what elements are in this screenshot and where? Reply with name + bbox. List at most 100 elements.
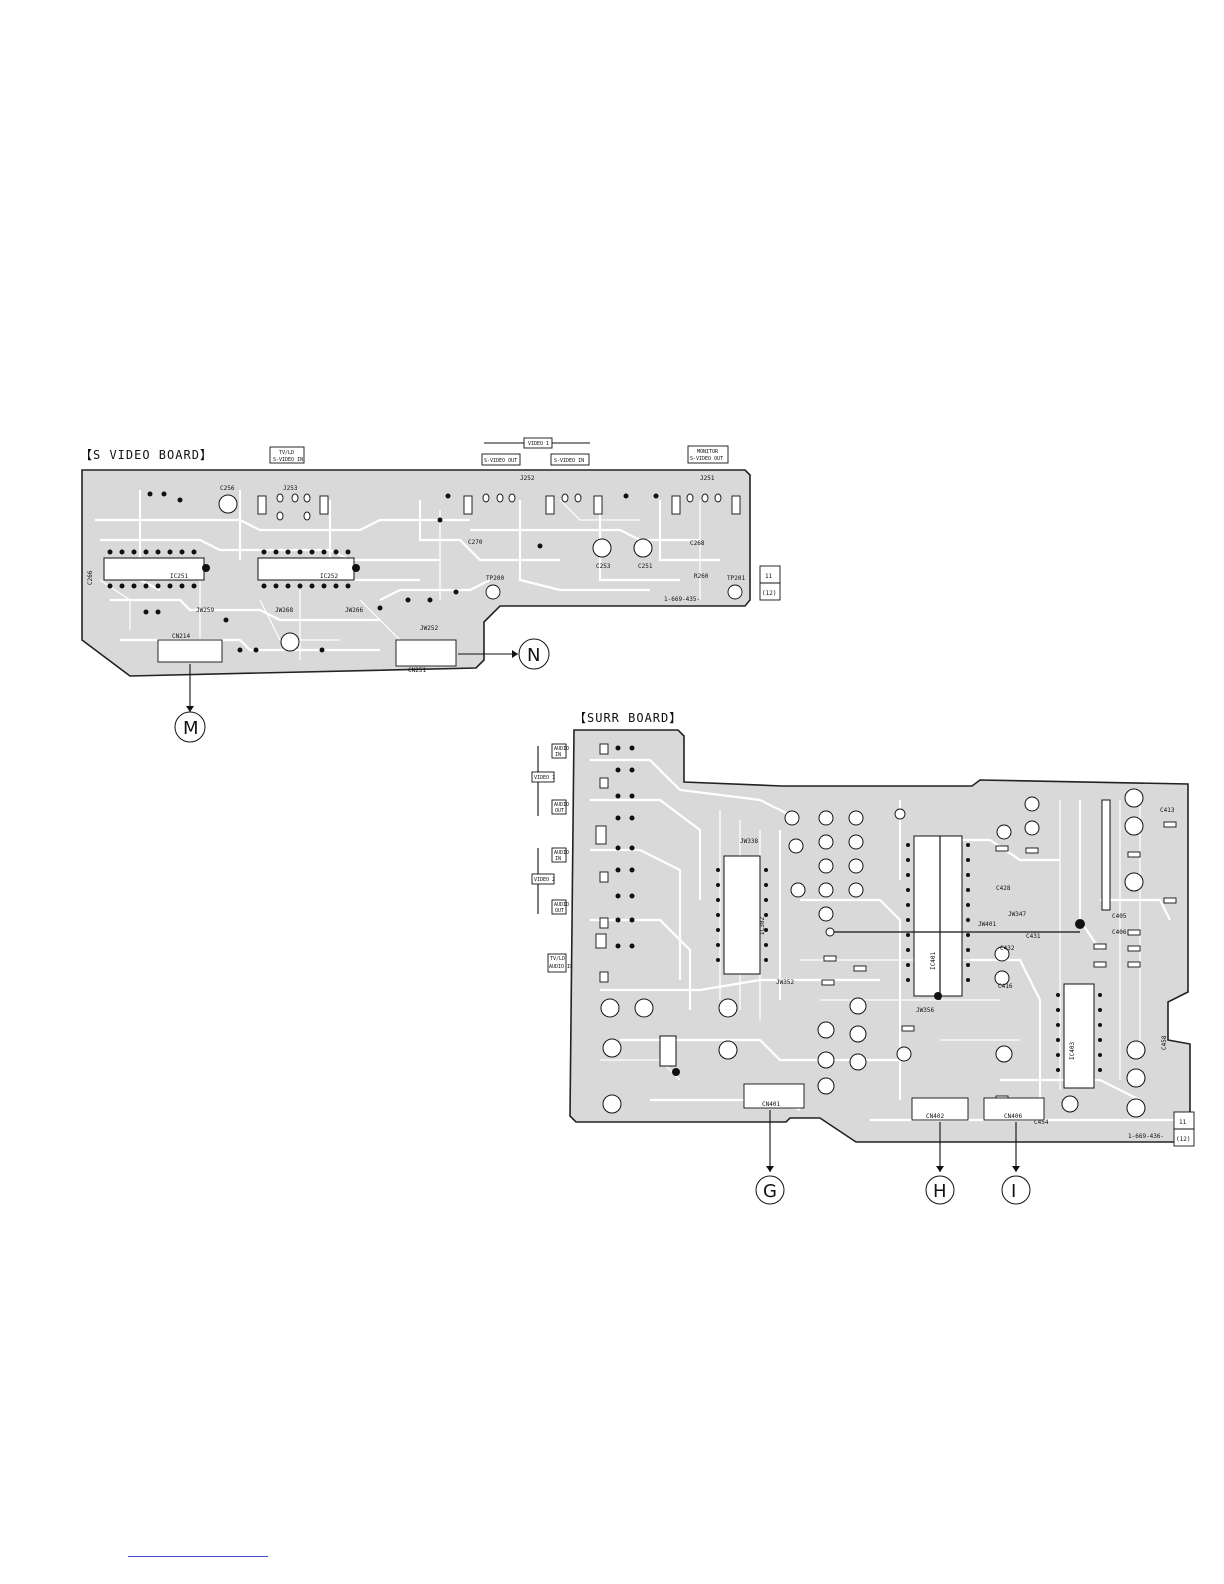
ic-small <box>659 1035 677 1067</box>
connector-i <box>1001 1175 1031 1205</box>
surr-caps <box>600 788 1146 1118</box>
cn402 <box>911 1097 969 1121</box>
jw352-label: JW352 <box>776 979 794 986</box>
cn401 <box>743 1083 805 1109</box>
side-label-6-top: TV/LD <box>550 956 565 962</box>
s-video-board-title: 【S VIDEO BOARD】 <box>80 448 213 462</box>
connector-n-label: N <box>527 645 540 666</box>
tp201 <box>727 584 743 600</box>
c251-label: C251 <box>638 563 653 570</box>
c266-label: C266 <box>87 570 94 585</box>
s-video-part-number: 1-669-435- <box>664 596 700 603</box>
cn406 <box>983 1097 1045 1121</box>
side-label-3-bottom: IN <box>555 856 561 862</box>
cn402-label: CN402 <box>926 1113 944 1120</box>
tv-ld-label: TV/LD <box>279 450 294 456</box>
surr-board-title: 【SURR BOARD】 <box>574 711 682 725</box>
cn214-label: CN214 <box>172 633 190 640</box>
monitor-label: MONITOR <box>697 449 719 455</box>
side-label-6-bottom: AUDIO IN <box>549 964 573 970</box>
ic401 <box>913 835 963 997</box>
cn401-label: CN401 <box>762 1101 780 1108</box>
ic401-label: IC401 <box>930 952 937 970</box>
connector-h-label: H <box>933 1181 947 1202</box>
footer-link-underline[interactable] <box>128 1556 268 1557</box>
video1-label: VIDEO 1 <box>528 441 549 447</box>
video1-in-box <box>550 453 590 466</box>
jw401-label: JW401 <box>978 921 996 928</box>
surr-part-number: 1-669-436- <box>1128 1133 1164 1140</box>
jw259-label: JW259 <box>196 607 214 614</box>
c432-label: C432 <box>1000 945 1015 952</box>
misc-pads <box>143 491 659 653</box>
video1-in-label: S-VIDEO IN <box>554 458 584 464</box>
jw268-label: JW268 <box>275 607 293 614</box>
connector-g <box>755 1175 785 1205</box>
c428-label: C428 <box>996 885 1011 892</box>
c416-label: C416 <box>998 983 1013 990</box>
ic252 <box>257 557 355 581</box>
c253-label: C253 <box>596 563 611 570</box>
video1-out-box <box>481 453 521 466</box>
ic403 <box>1063 983 1095 1089</box>
cn406-label: CN406 <box>1004 1113 1022 1120</box>
j253-label: J253 <box>283 485 298 492</box>
r260-label: R260 <box>694 573 709 580</box>
j251-label: J251 <box>700 475 715 482</box>
side-label-1: VIDEO 1 <box>534 775 555 781</box>
c256-label: C256 <box>220 485 235 492</box>
surr-layer-top: 11 <box>1179 1119 1187 1126</box>
surr-layer-bottom: (12) <box>1176 1136 1190 1143</box>
tv-ld-sub-label: S-VIDEO IN <box>273 457 303 463</box>
s-video-layer-top: 11 <box>765 573 773 580</box>
ic302-label: IC302 <box>759 917 766 935</box>
s-video-board: 【S VIDEO BOARD】 TV/LD S-VIDEO IN VIDEO 1… <box>80 437 781 743</box>
ic-pins <box>107 549 351 589</box>
connector-h <box>925 1175 955 1205</box>
monitor-label-box <box>687 445 729 464</box>
side-label-2-bottom: OUT <box>555 808 564 814</box>
video1-label-box <box>523 437 553 449</box>
tp200 <box>485 584 501 600</box>
side-label-5-top: AUDIO <box>554 902 569 908</box>
c268-label: C268 <box>690 540 705 547</box>
surr-side-labels: AUDIO IN VIDEO 1 AUDIO OUT AUDIO IN VIDE… <box>531 743 573 973</box>
c405-label: C405 <box>1112 913 1127 920</box>
surr-board: 【SURR BOARD】 AUDIO IN VIDEO 1 AUDIO OUT … <box>531 711 1195 1205</box>
jw347-label: JW347 <box>1008 911 1026 918</box>
side-label-2-top: AUDIO <box>554 802 569 808</box>
cn214 <box>157 639 223 663</box>
monitor-sub-label: S-VIDEO OUT <box>690 456 723 462</box>
video1-out-label: S-VIDEO OUT <box>484 458 517 464</box>
connector-g-label: G <box>763 1181 777 1202</box>
side-label-0-top: AUDIO <box>554 746 569 752</box>
side-label-0-bottom: IN <box>555 752 561 758</box>
connector-m-label: M <box>183 718 199 739</box>
ic251-label: IC251 <box>170 573 188 580</box>
s-video-board-outline <box>81 469 751 677</box>
c406-label: C406 <box>1112 929 1127 936</box>
ic402-strip <box>1101 799 1111 911</box>
c270-label: C270 <box>468 539 483 546</box>
cn251 <box>395 639 457 667</box>
surr-jack-pads <box>595 743 635 983</box>
tp200-label: TP200 <box>486 575 504 582</box>
c413-label: C413 <box>1160 807 1175 814</box>
ic403-label: IC403 <box>1069 1042 1076 1060</box>
cn251-label: CN251 <box>408 667 426 674</box>
c458-label: C458 <box>1161 1035 1168 1050</box>
connector-n <box>518 638 550 670</box>
s-video-layer-bottom: (12) <box>762 590 776 597</box>
ic251 <box>103 557 205 581</box>
tv-ld-label-box <box>269 446 305 464</box>
side-label-3-top: AUDIO <box>554 850 569 856</box>
ic252-label: IC252 <box>320 573 338 580</box>
jw266-label: JW266 <box>345 607 363 614</box>
side-label-5-bottom: OUT <box>555 908 564 914</box>
jw338-label: JW338 <box>740 838 758 845</box>
tp201-label: TP201 <box>727 575 745 582</box>
side-label-4: VIDEO 2 <box>534 877 555 883</box>
c431-label: C431 <box>1026 933 1041 940</box>
j252-label: J252 <box>520 475 535 482</box>
